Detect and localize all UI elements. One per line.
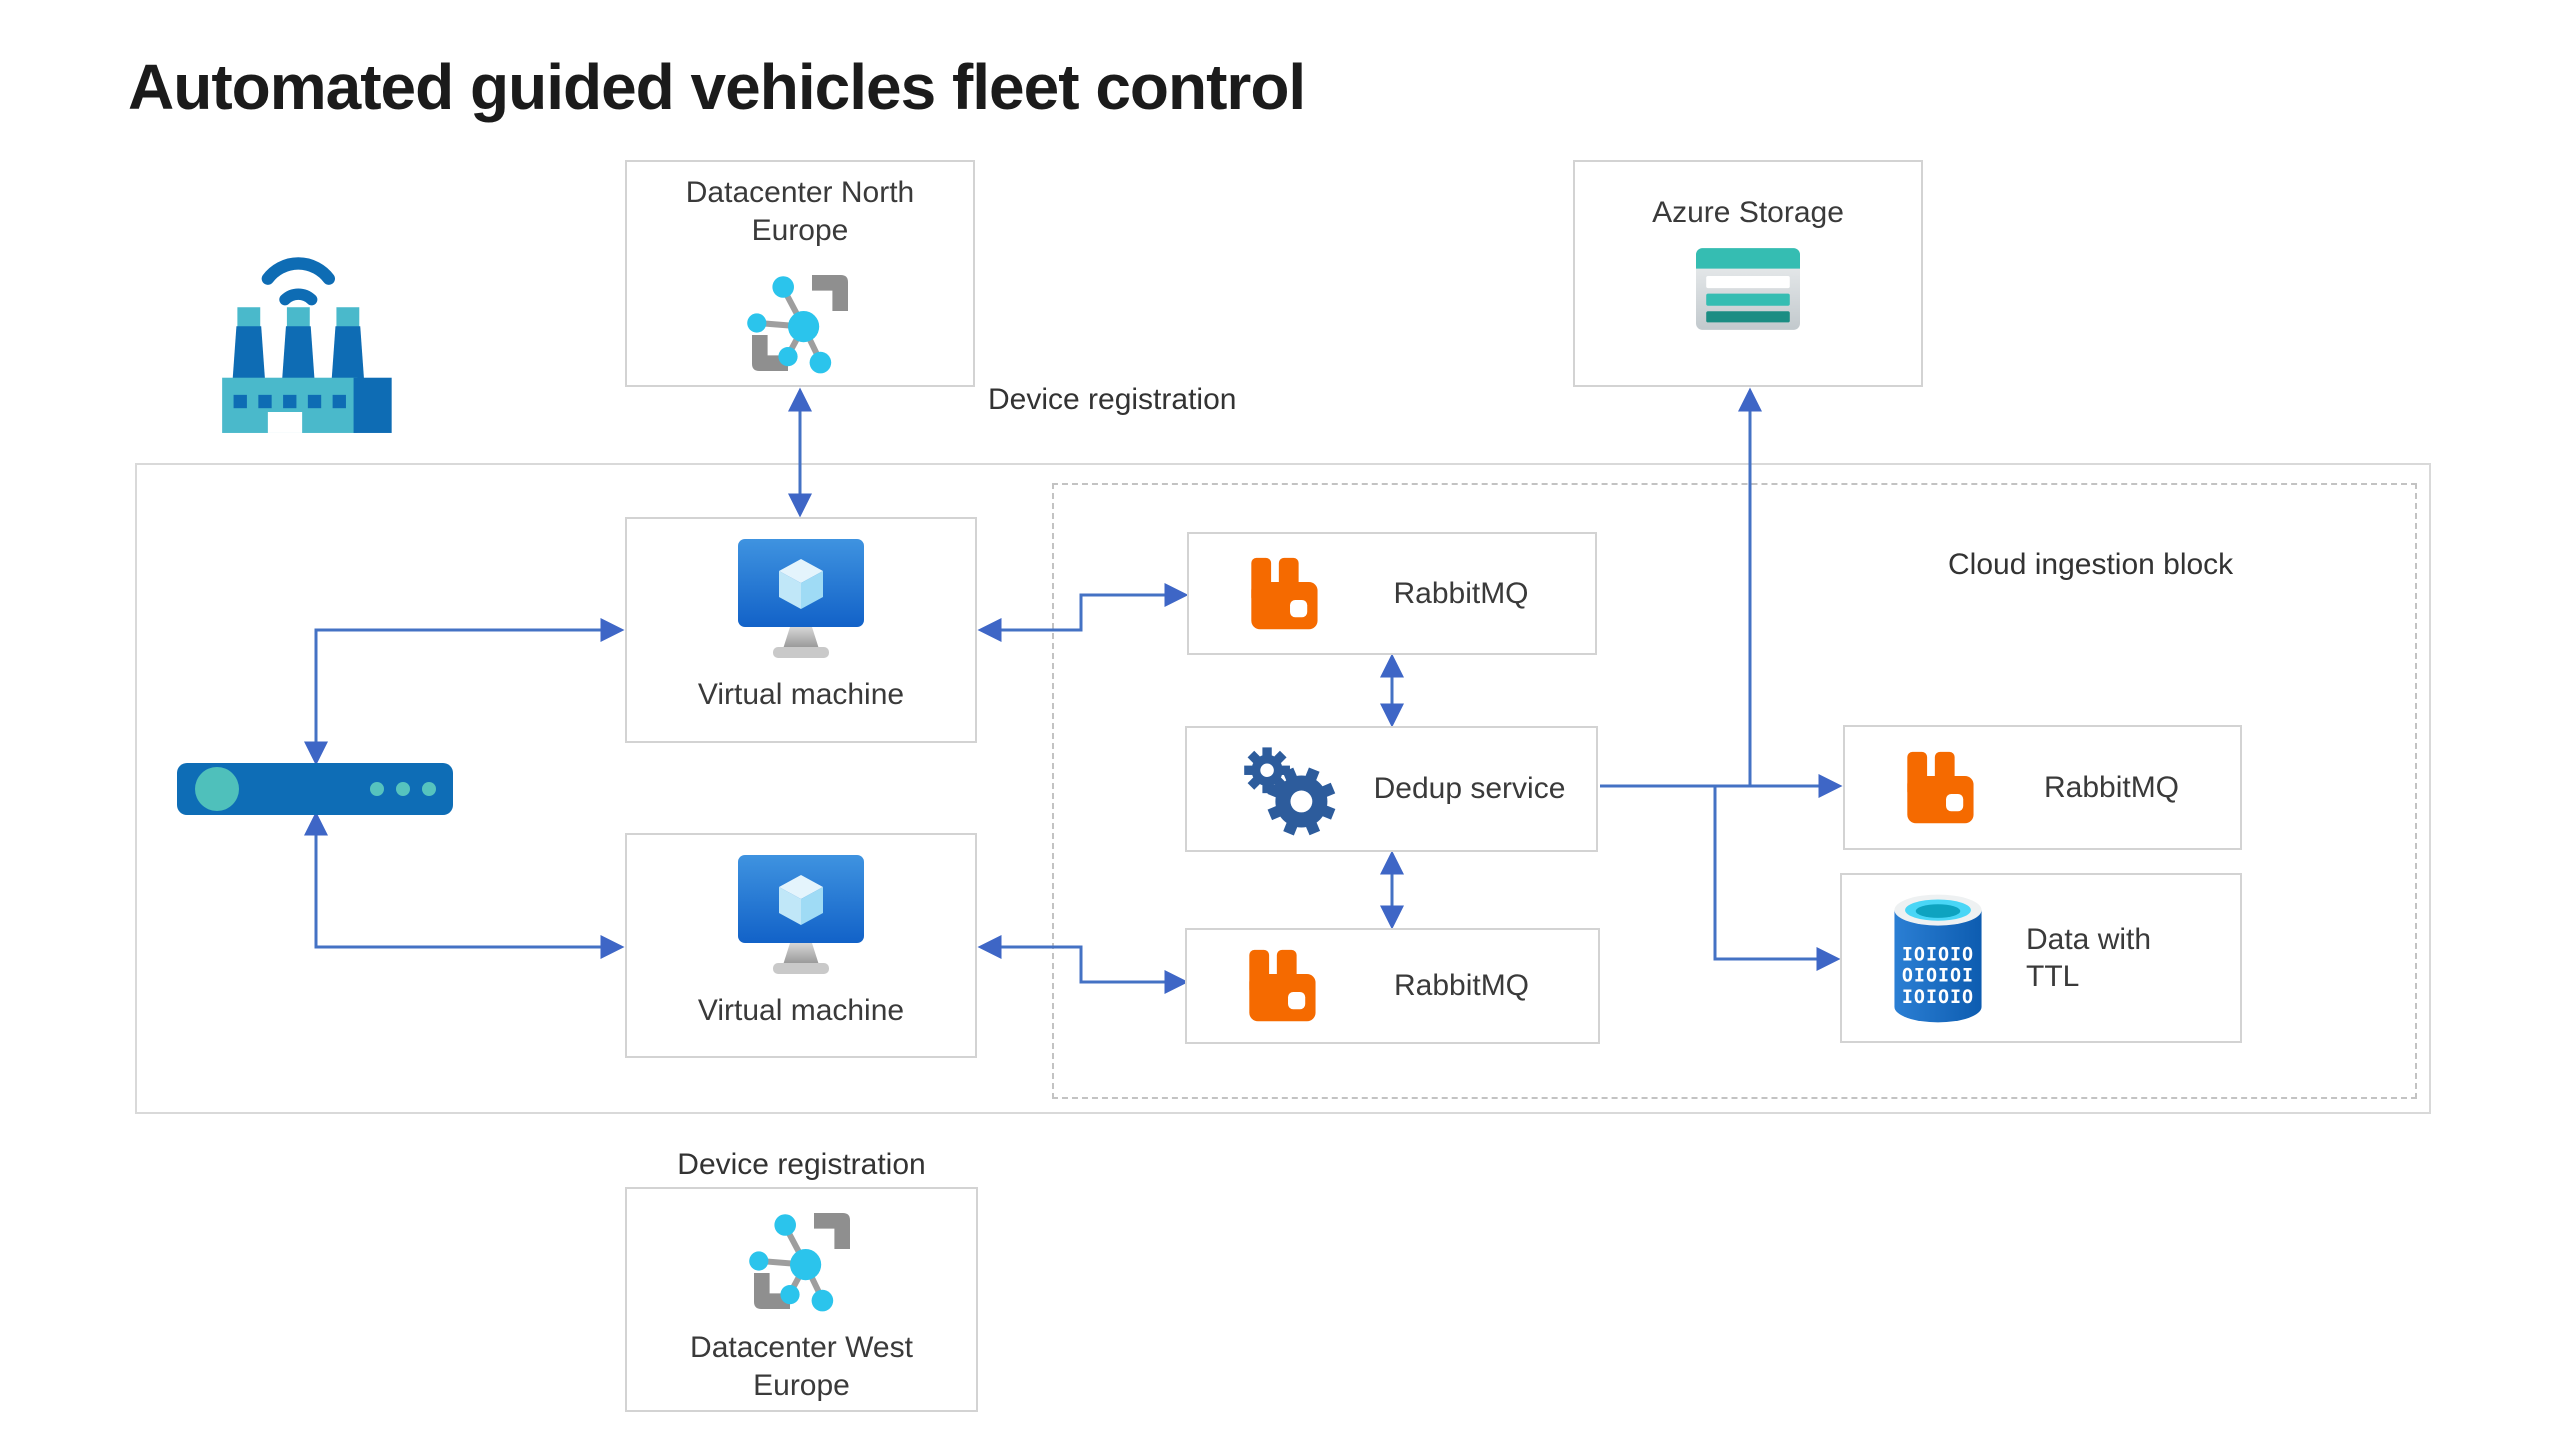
cloud-ingestion-label: Cloud ingestion block (1948, 548, 2234, 581)
node-rabbitmq-vm-top: RabbitMQ (1187, 532, 1597, 655)
iot-device-registration-icon (747, 275, 848, 374)
rabbitmq-icon (1251, 557, 1318, 629)
node-datacenter-north: Datacenter North Europe (625, 160, 975, 387)
node-virtual-machine-top: Virtual machine (625, 517, 977, 743)
node-label: Virtual machine (697, 678, 905, 711)
node-virtual-machine-bottom: Virtual machine (625, 833, 977, 1058)
node-label: Data with TTL (2026, 922, 2152, 994)
node-label: Azure Storage (1652, 196, 1844, 229)
virtual-machine-icon (738, 855, 864, 974)
server-dot (422, 782, 436, 796)
node-azure-storage: Azure Storage (1573, 160, 1923, 387)
node-rabbitmq-vm-bottom: RabbitMQ (1185, 928, 1600, 1044)
iot-device-registration-icon (748, 1213, 850, 1312)
gears-icon (1244, 747, 1336, 836)
node-label: Datacenter North Europe (685, 176, 915, 247)
load-balancer-bar (177, 763, 453, 815)
node-dedup-service: Dedup service (1185, 726, 1598, 852)
smart-factory-icon (222, 257, 392, 433)
cloud-ingestion-container (1052, 483, 2417, 1099)
server-dot (370, 782, 384, 796)
device-registration-label-bottom: Device registration (677, 1148, 926, 1181)
node-label: RabbitMQ (1393, 576, 1529, 610)
device-registration-label-top: Device registration (988, 383, 1237, 416)
binary-text-line: IOIOIO (1902, 987, 1974, 1008)
node-label: RabbitMQ (2043, 770, 2180, 804)
server-dot (396, 782, 410, 796)
server-indicator-light (195, 767, 239, 811)
rabbitmq-icon (1907, 751, 1974, 823)
node-label: Virtual machine (697, 994, 905, 1027)
database-ttl-icon: IOIOIO OIOIOI IOIOIO (1894, 894, 1982, 1023)
node-rabbitmq-cloud: RabbitMQ (1843, 725, 2242, 850)
virtual-machine-icon (738, 539, 864, 658)
azure-storage-icon (1696, 247, 1800, 330)
rabbitmq-icon (1249, 949, 1316, 1022)
on-premises-container (135, 463, 2431, 1114)
page-title: Automated guided vehicles fleet control (128, 51, 1306, 123)
binary-text-line: OIOIOI (1902, 966, 1974, 987)
binary-text-line: IOIOIO (1902, 944, 1974, 965)
node-label: RabbitMQ (1393, 969, 1530, 1003)
node-label: Datacenter West Europe (690, 1331, 913, 1402)
node-label: Dedup service (1373, 772, 1566, 806)
node-data-with-ttl: IOIOIO OIOIOI IOIOIO Data with TTL (1840, 873, 2242, 1043)
node-datacenter-west: Datacenter West Europe (625, 1187, 978, 1412)
